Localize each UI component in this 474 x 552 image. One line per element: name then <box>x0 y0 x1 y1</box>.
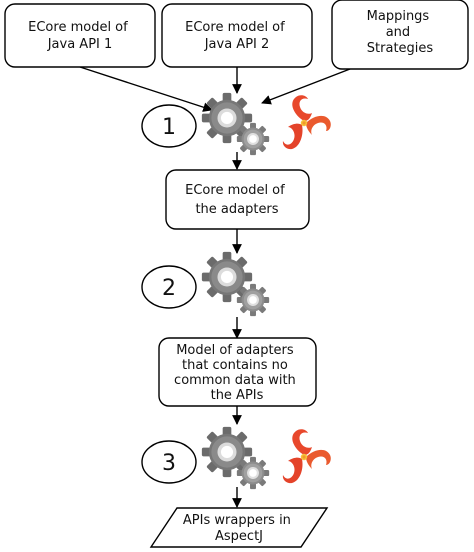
input-node-mappings-line2: and <box>386 25 410 40</box>
adapters-model-node-line2: that contains no <box>182 358 288 373</box>
step-2: 2 <box>141 265 197 309</box>
output-node-line1: APIs wrappers in <box>183 513 291 528</box>
output-node-line2: AspectJ <box>215 529 263 544</box>
adapters-model-node-line1: Model of adapters <box>176 343 294 358</box>
logo-icon <box>282 429 331 484</box>
input-node-mappings: Mappings and Strategies <box>331 0 469 70</box>
edge-api1-to-step1 <box>79 66 213 112</box>
svg-text:APIs wrappers in AspectJ: APIs wrappers in AspectJ <box>183 513 295 544</box>
step-3: 3 <box>141 440 197 484</box>
input-node-api1-line2: Java API 1 <box>47 37 113 52</box>
logo-icon <box>282 95 331 150</box>
step-3-label: 3 <box>162 451 176 476</box>
input-node-api2-line1: ECore model of <box>185 20 285 35</box>
svg-text:Mappings and Strat: Mappings and Strategies <box>367 9 434 56</box>
svg-text:ECore model of the adapt: ECore model of the adapters <box>185 183 289 217</box>
input-node-api2: ECore model of Java API 2 <box>161 3 313 68</box>
svg-text:ECore model of Java API: ECore model of Java API 2 <box>185 20 289 52</box>
output-node: APIs wrappers in AspectJ <box>149 507 329 548</box>
step-1: 1 <box>141 104 197 148</box>
gears-icon <box>201 426 270 490</box>
gears-icon <box>201 251 270 317</box>
edge-mappings-to-step1 <box>261 68 351 105</box>
adapters-model-node: Model of adapters that contains no commo… <box>158 337 317 407</box>
input-node-mappings-line3: Strategies <box>367 41 434 56</box>
svg-text:Model of adapters that c: Model of adapters that contains no commo… <box>174 343 300 403</box>
step-2-label: 2 <box>162 276 176 301</box>
gears-icon <box>201 92 270 156</box>
input-node-api1: ECore model of Java API 1 <box>4 3 156 68</box>
edges <box>79 66 351 508</box>
input-node-api2-line2: Java API 2 <box>204 37 270 52</box>
input-node-api1-line1: ECore model of <box>28 20 128 35</box>
adapters-model-node-line3: common data with <box>174 373 296 388</box>
intermediate-node-line2: the adapters <box>195 202 278 217</box>
intermediate-node: ECore model of the adapters <box>165 169 310 230</box>
input-node-mappings-line1: Mappings <box>367 9 430 24</box>
intermediate-node-line1: ECore model of <box>185 183 285 198</box>
step-1-label: 1 <box>162 115 176 140</box>
adapters-model-node-line4: the APIs <box>211 388 264 403</box>
svg-text:ECore model of Java API: ECore model of Java API 1 <box>28 20 132 52</box>
